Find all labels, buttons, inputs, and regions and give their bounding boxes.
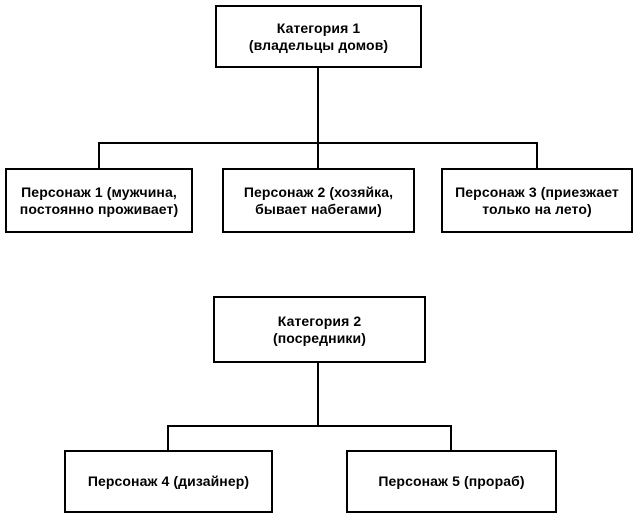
node-label-line1: Персонаж 1 (мужчина,: [21, 183, 177, 200]
node-label-line1: Персонаж 2 (хозяйка,: [243, 183, 394, 200]
node-label-line1: Категория 2: [277, 312, 362, 329]
node-person-3: Персонаж 3 (приезжает только на лето): [441, 168, 633, 233]
node-person-2: Персонаж 2 (хозяйка, бывает набегами): [222, 168, 415, 233]
node-person-1: Персонаж 1 (мужчина, постоянно проживает…: [5, 168, 193, 233]
node-category-2: Категория 2 (посредники): [213, 296, 426, 363]
node-label-line1: Категория 1: [276, 19, 361, 36]
node-label-line2: бывает набегами): [255, 200, 382, 217]
node-label-line1: Персонаж 5 (прораб): [378, 473, 525, 489]
node-label-line2: (владельцы домов): [248, 36, 389, 53]
node-label-line1: Персонаж 4 (дизайнер): [87, 473, 250, 489]
node-label-line2: постоянно проживает): [19, 200, 179, 217]
node-category-1: Категория 1 (владельцы домов): [215, 5, 422, 68]
node-label-line2: только на лето): [482, 200, 592, 217]
node-label-line1: Персонаж 3 (приезжает: [455, 183, 619, 200]
node-person-5: Персонаж 5 (прораб): [346, 450, 557, 513]
node-label-line2: (посредники): [272, 329, 367, 346]
node-person-4: Персонаж 4 (дизайнер): [64, 450, 273, 513]
